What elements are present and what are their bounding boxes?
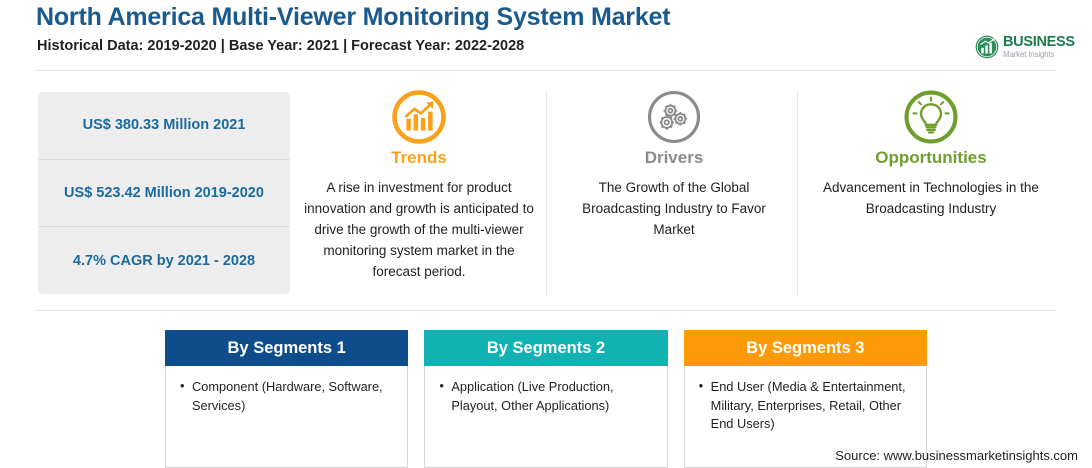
segment-header-1: By Segments 1 bbox=[165, 330, 409, 366]
source-note: Source: www.businessmarketinsights.com bbox=[835, 448, 1078, 463]
divider-segments bbox=[36, 310, 1056, 311]
factor-label-opportunities: Opportunities bbox=[875, 148, 987, 167]
lightbulb-icon bbox=[806, 88, 1056, 146]
bar-chart-growth-arrow-icon bbox=[300, 88, 538, 146]
stat-row: 4.7% CAGR by 2021 - 2028 bbox=[38, 226, 290, 294]
key-stats-panel: US$ 380.33 Million 2021 US$ 523.42 Milli… bbox=[38, 92, 290, 294]
segment-header-3: By Segments 3 bbox=[683, 330, 927, 366]
business-insights-globe-chart-icon bbox=[974, 34, 1000, 60]
segment-body-2: Application (Live Production, Playout, O… bbox=[424, 366, 668, 468]
factor-column-drivers: Drivers The Growth of the Global Broadca… bbox=[558, 88, 790, 241]
segment-card-2: By Segments 2 Application (Live Producti… bbox=[424, 330, 668, 468]
stat-row: US$ 380.33 Million 2021 bbox=[82, 117, 246, 134]
factor-label-trends: Trends bbox=[391, 148, 447, 167]
gears-cogs-icon bbox=[558, 88, 790, 146]
factor-text-drivers: The Growth of the Global Broadcasting In… bbox=[582, 180, 766, 237]
factor-column-opportunities: Opportunities Advancement in Technologie… bbox=[806, 88, 1056, 220]
factor-column-trends: Trends A rise in investment for product … bbox=[300, 88, 538, 283]
brand-logo-text: BUSINESS Market Insights bbox=[1003, 35, 1075, 59]
header: North America Multi-Viewer Monitoring Sy… bbox=[0, 0, 1092, 70]
brand-logo-secondary: Market Insights bbox=[1003, 49, 1055, 59]
brand-logo: BUSINESS Market Insights bbox=[974, 30, 1084, 64]
segment-card-1: By Segments 1 Component (Hardware, Softw… bbox=[165, 330, 409, 468]
divider-top bbox=[36, 70, 1056, 71]
stat-row: US$ 523.42 Million 2019-2020 bbox=[38, 158, 290, 227]
segment-body-1: Component (Hardware, Software, Services) bbox=[165, 366, 409, 468]
brand-logo-primary: BUSINESS bbox=[1003, 34, 1075, 51]
column-divider bbox=[797, 90, 798, 295]
page-title: North America Multi-Viewer Monitoring Sy… bbox=[36, 3, 671, 31]
factor-text-trends: A rise in investment for product innovat… bbox=[304, 180, 534, 279]
factor-text-opportunities: Advancement in Technologies in the Broad… bbox=[823, 180, 1039, 216]
segment-header-2: By Segments 2 bbox=[424, 330, 668, 366]
list-item: Application (Live Production, Playout, O… bbox=[439, 377, 654, 415]
list-item: End User (Media & Entertainment, Militar… bbox=[699, 377, 914, 434]
column-divider bbox=[546, 90, 547, 295]
factor-label-drivers: Drivers bbox=[644, 148, 704, 167]
segments-row: By Segments 1 Component (Hardware, Softw… bbox=[165, 330, 927, 468]
page-subtitle: Historical Data: 2019-2020 | Base Year: … bbox=[37, 38, 525, 54]
list-item: Component (Hardware, Software, Services) bbox=[180, 377, 395, 415]
